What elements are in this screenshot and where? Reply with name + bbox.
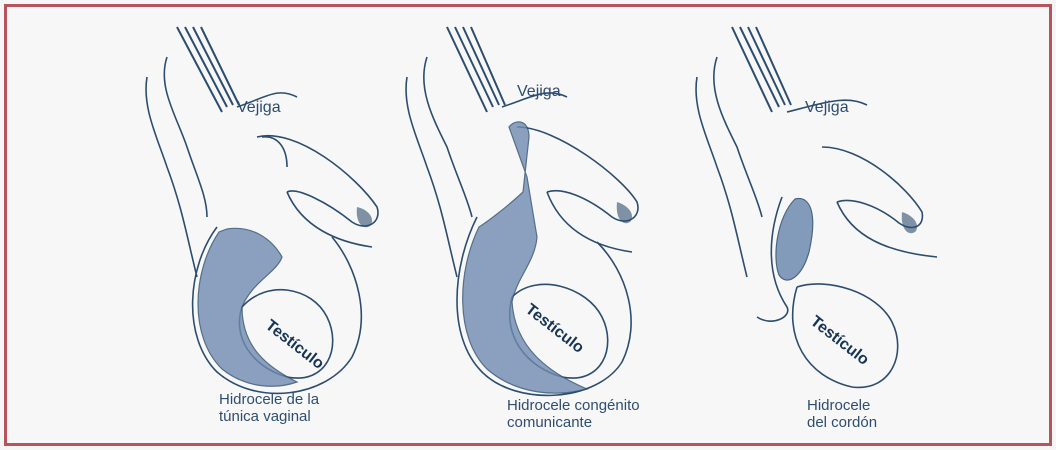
caption-line-1: Hidrocele (807, 397, 877, 414)
figure-frame: Vejiga Testículo Hidrocele de la túnica … (4, 4, 1052, 446)
caption-line-1: Hidrocele congénito (507, 397, 640, 414)
organ-label: Vejiga (517, 83, 561, 101)
panel-congenito-comunicante: Vejiga Testículo Hidrocele congénito com… (397, 17, 717, 417)
caption-tunica-vaginal: Hidrocele de la túnica vaginal (219, 391, 319, 425)
congenito-comunicante-illustration (397, 17, 717, 417)
caption-congenito-comunicante: Hidrocele congénito comunicante (507, 397, 640, 431)
organ-label: Vejiga (805, 99, 849, 117)
caption-line-2: túnica vaginal (219, 408, 319, 425)
caption-line-2: comunicante (507, 414, 640, 431)
caption-del-cordon: Hidrocele del cordón (807, 397, 877, 431)
caption-line-1: Hidrocele de la (219, 391, 319, 408)
panel-del-cordon: Vejiga Testículo Hidrocele del cordón (687, 17, 1007, 417)
caption-line-2: del cordón (807, 414, 877, 431)
organ-label: Vejiga (237, 99, 281, 117)
